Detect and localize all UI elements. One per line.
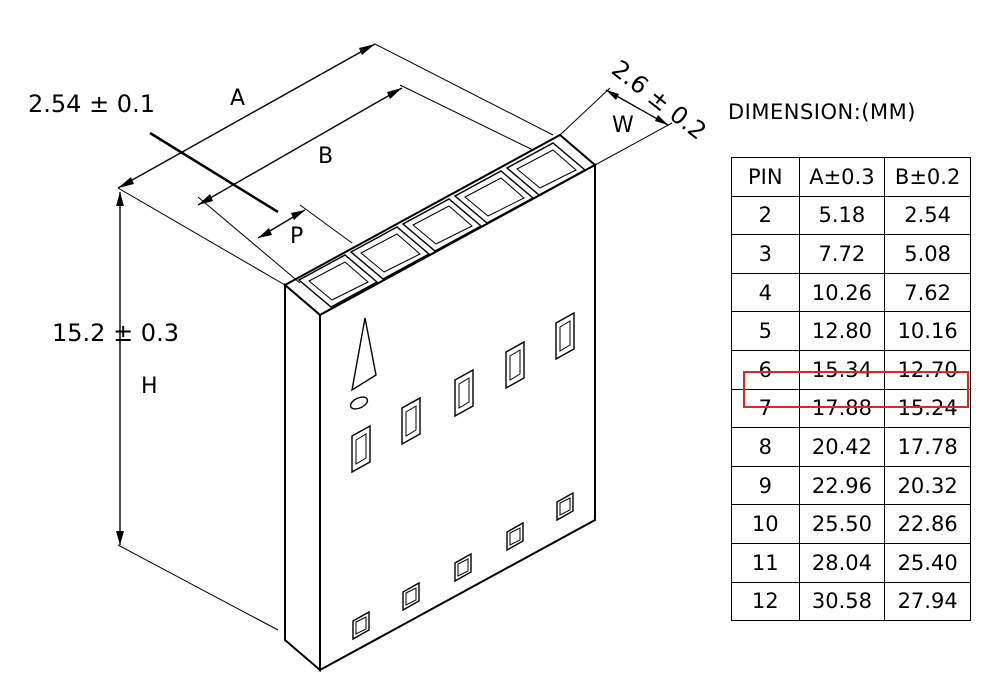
lower-window	[506, 521, 524, 552]
cell-a: 12.80	[798, 311, 886, 351]
cell-a: 7.72	[798, 234, 886, 274]
cell-b: 15.24	[884, 388, 971, 429]
upper-window	[454, 368, 474, 418]
dim-w-label: W	[612, 113, 634, 138]
cell-b: 10.16	[884, 311, 971, 351]
table-header-row: PIN A±0.3 B±0.2	[731, 157, 971, 197]
cell-pin: 9	[731, 465, 800, 506]
connector-body	[283, 133, 597, 673]
cell-pin: 7	[731, 388, 800, 429]
cell-a: 30.58	[798, 581, 886, 622]
cell-b: 5.08	[884, 234, 971, 274]
cell-b: 27.94	[884, 581, 971, 622]
side-features	[349, 311, 575, 641]
cell-pin: 2	[731, 195, 800, 236]
connector-front-face	[284, 282, 321, 673]
cell-pin: 11	[731, 542, 800, 583]
cell-a: 22.96	[798, 465, 886, 506]
polarity-triangle	[351, 317, 377, 392]
dim-b-label: B	[318, 144, 333, 169]
pin-cavities	[297, 142, 587, 308]
cell-b: 17.78	[884, 427, 971, 467]
cell-pin: 6	[731, 349, 800, 390]
upper-window	[351, 424, 371, 474]
pitch-label: 2.54 ± 0.1	[28, 90, 155, 118]
upper-window	[555, 311, 575, 361]
cell-a: 20.42	[798, 427, 886, 467]
lower-window	[352, 610, 370, 641]
lower-window	[556, 491, 574, 522]
pin-cavity	[453, 170, 535, 224]
cell-pin: 8	[731, 427, 800, 467]
cell-pin: 5	[731, 311, 800, 351]
pin-cavity	[401, 198, 483, 252]
cell-a: 25.50	[798, 504, 886, 544]
upper-window	[505, 340, 525, 390]
cell-a: 15.34	[798, 349, 886, 390]
cell-a: 5.18	[798, 195, 886, 236]
dim-h-label: H	[141, 374, 158, 399]
height-label: 15.2 ± 0.3	[52, 319, 179, 347]
dimension-lines	[116, 43, 673, 631]
dim-p-label: P	[290, 224, 303, 249]
cell-pin: 10	[731, 504, 800, 544]
cell-b: 2.54	[884, 195, 971, 236]
cell-pin: 3	[731, 234, 800, 274]
dim-a-label: A	[230, 86, 245, 111]
cell-pin: 4	[731, 272, 800, 313]
connector-side-face	[319, 163, 596, 672]
cell-b: 20.32	[884, 465, 971, 506]
pin-cavity	[297, 254, 379, 308]
header-a: A±0.3	[798, 157, 886, 197]
cell-b: 7.62	[884, 272, 971, 313]
cell-b: 12.70	[884, 349, 971, 390]
cell-a: 28.04	[798, 542, 886, 583]
polarity-dot	[349, 396, 369, 410]
upper-window	[401, 396, 421, 446]
header-pin: PIN	[731, 157, 800, 197]
cell-b: 22.86	[884, 504, 971, 544]
pin-cavity	[505, 142, 587, 196]
cell-b: 25.40	[884, 542, 971, 583]
pin-cavity	[349, 226, 431, 280]
header-b: B±0.2	[884, 157, 971, 197]
cell-pin: 12	[731, 581, 800, 622]
dimension-table-title: DIMENSION:(MM)	[728, 100, 916, 124]
lower-window	[454, 552, 472, 583]
row-highlight	[743, 371, 969, 408]
lower-window	[402, 581, 420, 612]
cell-a: 10.26	[798, 272, 886, 313]
